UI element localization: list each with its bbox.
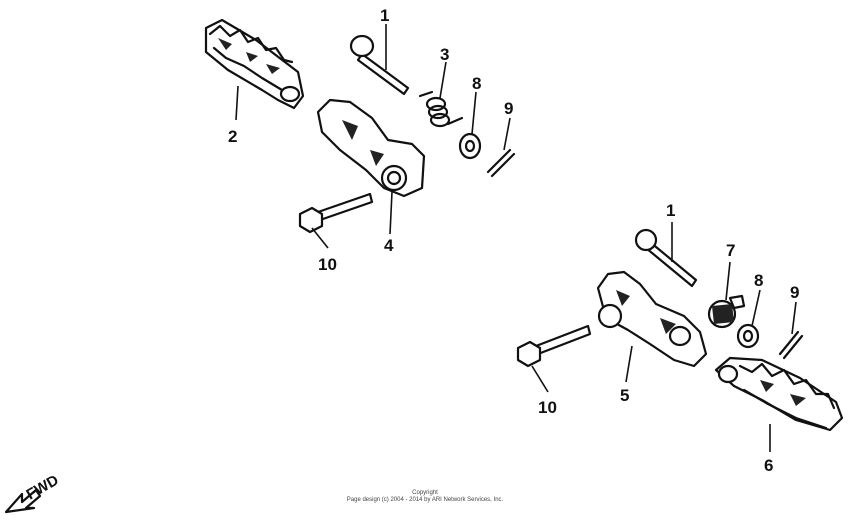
leader-10b [531, 365, 549, 393]
callout-6: 6 [764, 456, 773, 475]
cotter-pin-upper [486, 148, 516, 178]
footpeg-right [714, 356, 844, 432]
callout-2: 2 [228, 127, 237, 146]
copyright-line-2: Page design (c) 2004 - 2014 by ARI Netwo… [346, 497, 504, 503]
leader-2 [235, 85, 239, 121]
fwd-arrow-icon [4, 488, 42, 514]
callout-3: 3 [440, 45, 449, 64]
callout-7: 7 [726, 241, 735, 260]
bolt-lower [516, 324, 592, 368]
spring [418, 90, 464, 128]
collar [707, 294, 746, 329]
leader-9a [503, 117, 511, 151]
pin-upper [349, 34, 410, 96]
leader-8a [471, 91, 477, 135]
cotter-pin-lower [778, 330, 804, 360]
footpeg-bracket-upper [316, 98, 426, 198]
leader-9b [791, 301, 797, 335]
callout-1-upper: 1 [380, 6, 389, 25]
leader-5 [625, 345, 633, 383]
footpeg-left [204, 18, 305, 110]
pin-lower [634, 228, 698, 288]
callout-8-upper: 8 [472, 74, 481, 93]
callout-9-lower: 9 [790, 283, 799, 302]
leader-8b [751, 289, 761, 327]
washer-lower [736, 323, 760, 349]
leader-3 [439, 61, 447, 99]
leader-7 [725, 261, 731, 301]
footpeg-bracket-lower [596, 270, 708, 368]
leader-10a [311, 227, 329, 249]
washer-upper [458, 132, 482, 160]
callout-10-upper: 10 [318, 255, 337, 274]
callout-9-upper: 9 [504, 99, 513, 118]
leader-4 [389, 191, 393, 235]
callout-4: 4 [384, 236, 394, 255]
bolt-upper [298, 192, 374, 234]
callout-10-lower: 10 [538, 398, 557, 417]
callout-5: 5 [620, 386, 629, 405]
callout-1-lower: 1 [666, 201, 675, 220]
callout-8-lower: 8 [754, 271, 763, 290]
copyright-line-1: Copyright [412, 490, 438, 496]
